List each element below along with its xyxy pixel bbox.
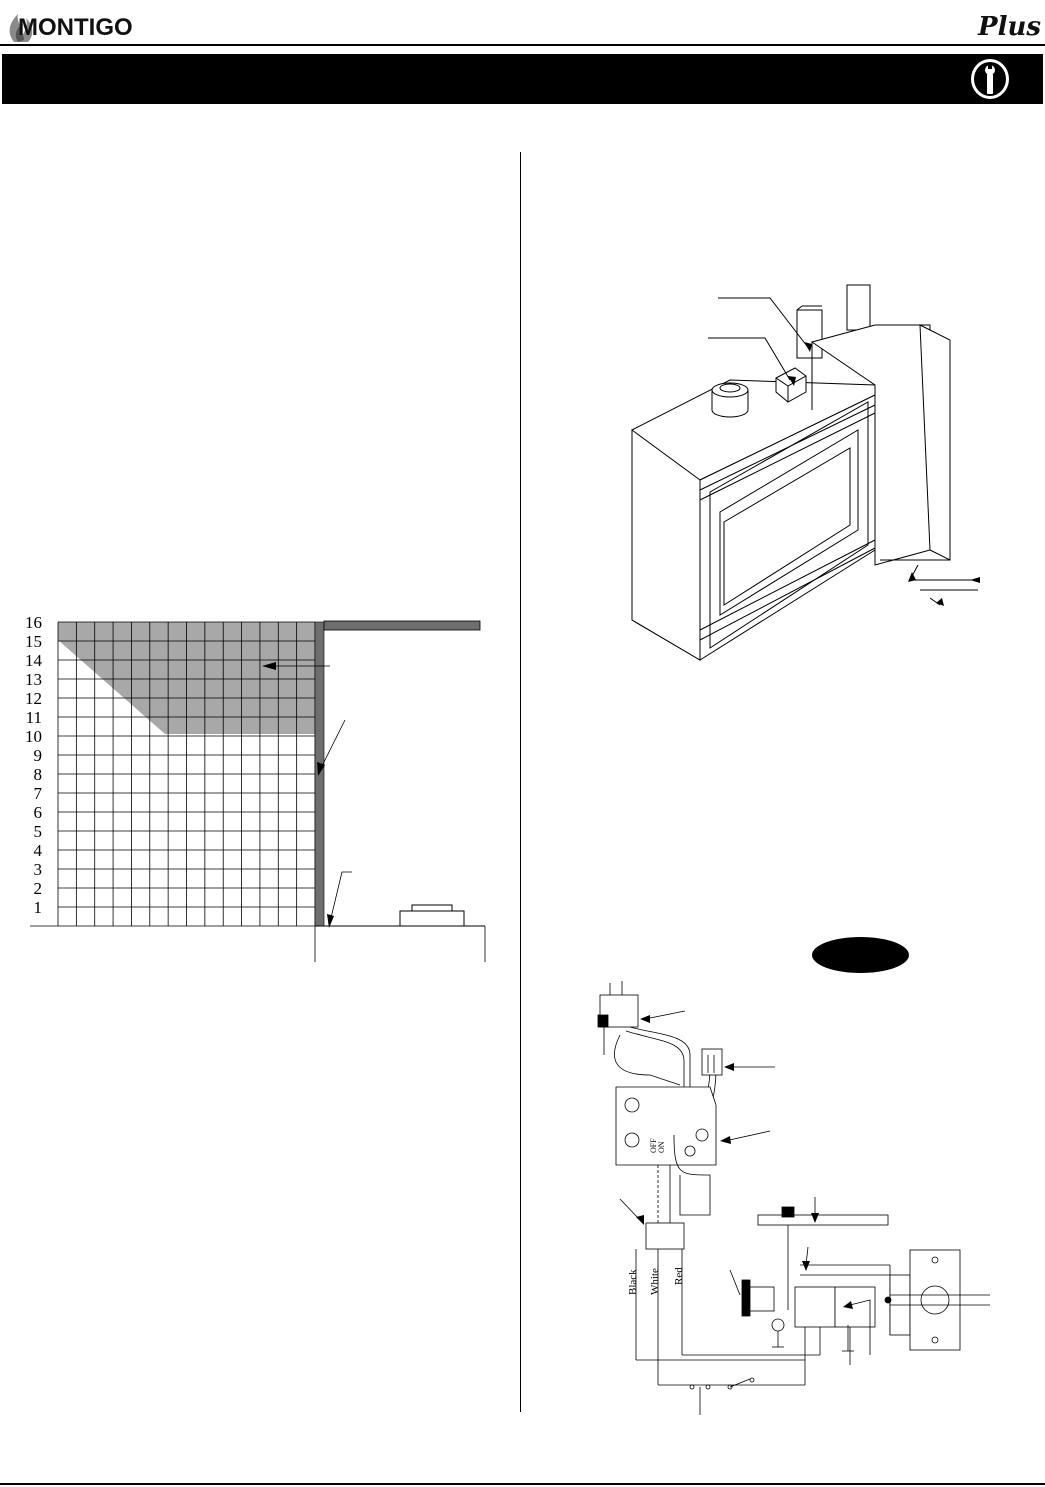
fireplace-isometric-figure xyxy=(631,284,980,661)
y-tick-label: 10 xyxy=(25,727,42,746)
header-rule xyxy=(0,44,1045,46)
y-tick-label: 4 xyxy=(34,841,43,860)
y-tick-label: 3 xyxy=(34,860,43,879)
wire-label-red: Red xyxy=(673,1267,685,1285)
wiring-diagram-figure: Black White Red OFF ON xyxy=(597,981,990,1415)
y-tick-label: 5 xyxy=(34,822,43,841)
y-tick-label: 9 xyxy=(34,746,43,765)
y-tick-label: 11 xyxy=(26,708,42,727)
y-tick-label: 14 xyxy=(25,651,43,670)
wire-label-white: White xyxy=(649,1268,661,1295)
black-oval-badge xyxy=(812,937,909,973)
y-tick-label: 7 xyxy=(34,784,43,803)
y-tick-label: 13 xyxy=(25,670,42,689)
y-tick-label: 8 xyxy=(34,765,43,784)
y-tick-label: 1 xyxy=(34,898,43,917)
y-tick-label: 2 xyxy=(34,879,43,898)
flame-logo-icon xyxy=(9,14,33,42)
valve-label-on: ON xyxy=(657,1141,666,1153)
y-tick-label: 12 xyxy=(25,689,42,708)
wall-strip xyxy=(314,621,325,927)
chart-grid xyxy=(30,621,316,927)
wire-label-black: Black xyxy=(627,1269,639,1295)
section-title-band xyxy=(2,54,1043,104)
column-divider xyxy=(520,152,521,1412)
footer-rule xyxy=(0,1483,1045,1485)
y-tick-label: 15 xyxy=(25,632,42,651)
brand-logo-text: MONTIGO xyxy=(18,14,133,41)
wrench-icon xyxy=(971,59,1009,99)
y-tick-label: 6 xyxy=(34,803,43,822)
hearth-block xyxy=(399,910,465,927)
valve-label-off: OFF xyxy=(649,1138,658,1153)
y-tick-label: 16 xyxy=(25,613,42,632)
plus-logo-text: Plus xyxy=(978,12,1041,42)
mantel-shelf xyxy=(323,620,481,631)
page-header: MONTIGO Plus xyxy=(0,0,1045,50)
